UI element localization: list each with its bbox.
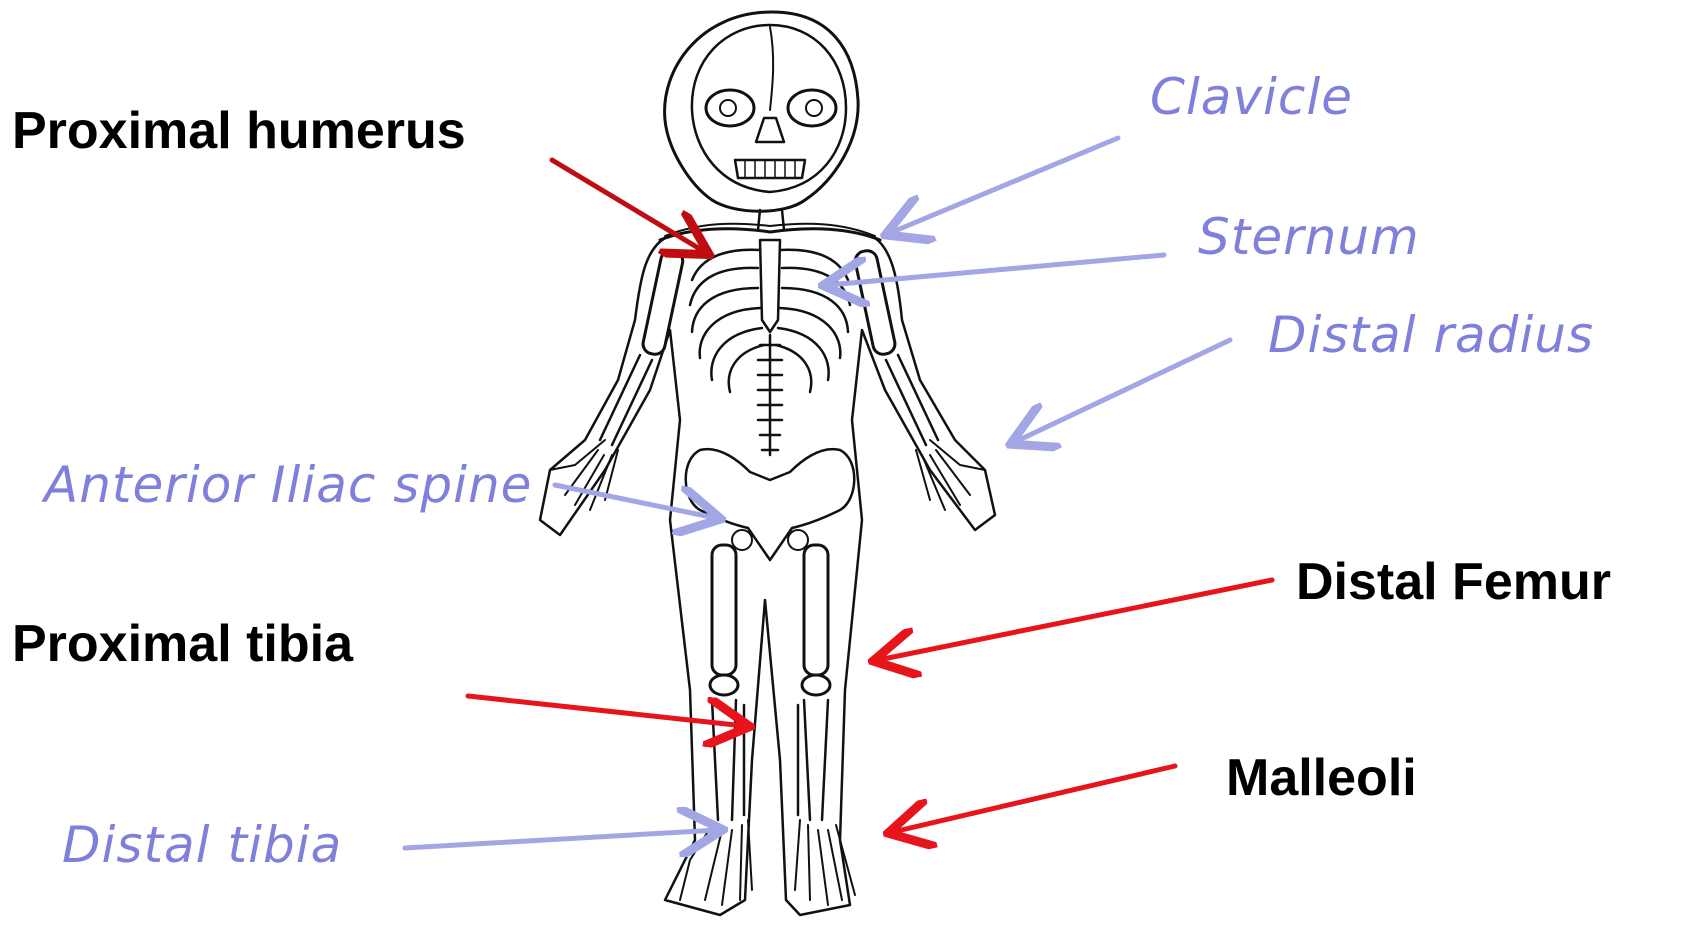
right-forearm bbox=[886, 355, 938, 445]
left-lower-leg bbox=[712, 700, 744, 820]
pelvis bbox=[686, 449, 855, 560]
arrow-distal-femur bbox=[878, 580, 1272, 660]
right-lower-leg bbox=[798, 700, 828, 820]
label-proximal-humerus: Proximal humerus bbox=[12, 105, 466, 157]
sternum bbox=[760, 240, 780, 332]
clavicles bbox=[660, 229, 880, 240]
label-distal-tibia: Distal tibia bbox=[62, 820, 342, 870]
arrow-clavicle bbox=[890, 138, 1118, 233]
spine bbox=[758, 335, 782, 455]
label-anterior-iliac-spine: Anterior Iliac spine bbox=[44, 460, 532, 510]
right-foot bbox=[795, 820, 855, 905]
left-patella bbox=[710, 675, 738, 695]
head-outline bbox=[665, 12, 859, 211]
right-femur bbox=[804, 545, 828, 675]
arrow-distal-tibia bbox=[405, 830, 718, 848]
left-femur bbox=[712, 545, 736, 675]
right-hand bbox=[916, 440, 985, 510]
nasal-cavity bbox=[756, 118, 784, 142]
label-malleoli: Malleoli bbox=[1226, 752, 1417, 804]
label-proximal-tibia: Proximal tibia bbox=[12, 618, 353, 670]
left-humerus bbox=[641, 249, 684, 356]
label-distal-femur: Distal Femur bbox=[1296, 556, 1611, 608]
arrows bbox=[405, 138, 1272, 848]
label-clavicle: Clavicle bbox=[1150, 72, 1353, 122]
child-skeleton bbox=[540, 12, 995, 915]
arrow-proximal-humerus bbox=[552, 160, 705, 252]
right-patella bbox=[802, 675, 830, 695]
label-sternum: Sternum bbox=[1198, 212, 1420, 262]
left-eye-orbit bbox=[706, 90, 754, 126]
arrow-distal-radius bbox=[1015, 340, 1230, 442]
right-eye-orbit bbox=[788, 90, 836, 126]
arrow-proximal-tibia bbox=[468, 696, 745, 726]
skull-suture bbox=[770, 27, 773, 110]
neck bbox=[758, 210, 784, 230]
body-outline bbox=[540, 238, 995, 915]
arrow-malleoli bbox=[893, 766, 1175, 832]
label-distal-radius: Distal radius bbox=[1268, 310, 1594, 360]
